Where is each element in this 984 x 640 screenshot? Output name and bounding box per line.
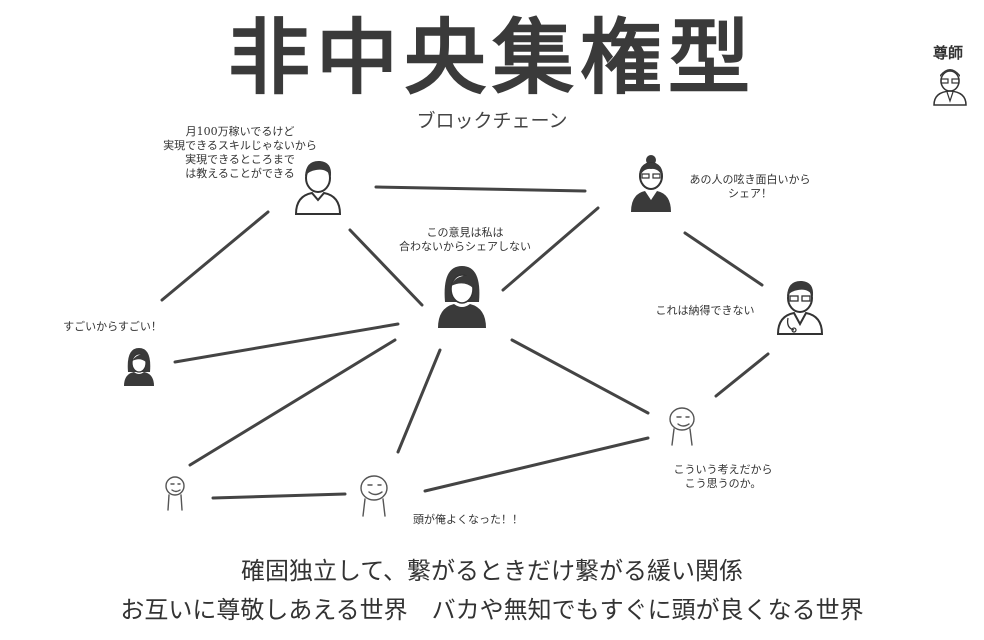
edge-center-bottom-right	[510, 338, 650, 415]
note-right: これは納得できない	[655, 304, 755, 317]
edge-man-left	[160, 210, 270, 302]
man-avatar	[294, 160, 342, 215]
edge-center-bottom-center	[396, 348, 442, 454]
note-bottom-center: 頭が俺よくなった！！	[413, 513, 523, 526]
master-icon	[933, 69, 967, 106]
edge-doctor-bottom-right	[714, 352, 770, 398]
sketch-person-bottom-center	[360, 475, 388, 517]
edge-man-woman	[374, 185, 587, 193]
note-top-right: あの人の呟き面白いから シェア！	[689, 173, 811, 200]
diagram-subtitle: ブロックチェーン	[416, 110, 568, 132]
note-center: この意見は私は 合わないからシェアしない	[399, 226, 531, 253]
note-bottom-right: こういう考えだから こう思うのか。	[673, 463, 773, 490]
footer-line-2: お互いに尊敬しあえる世界 バカや無知でもすぐに頭が良くなる世界	[120, 596, 864, 624]
note-left: すごいからすごい！	[63, 320, 162, 333]
diagram-title: 非中央集権型	[227, 10, 756, 106]
doctor-avatar	[776, 280, 824, 335]
edge-man-center	[348, 228, 424, 307]
edge-center-left	[173, 322, 400, 364]
note-top-left: 月100万稼いでるけど 実現できるスキルじゃないから 実現できるところまで は教…	[163, 125, 317, 180]
sketch-person-bottom-left	[165, 476, 185, 511]
sketch-person-bottom-right	[669, 407, 695, 446]
business-woman-avatar	[631, 155, 671, 212]
edge-bottom-left-center	[211, 492, 347, 500]
woman-avatar	[438, 266, 486, 328]
edge-woman-center	[501, 206, 600, 292]
master-label: 尊師	[932, 44, 963, 62]
edge-center-bottom-left	[188, 338, 397, 467]
small-woman-avatar	[124, 348, 154, 386]
edge-woman-doctor	[683, 231, 764, 287]
connection-lines	[160, 185, 770, 500]
footer-line-1: 確固独立して、繋がるときだけ繋がる緩い関係	[240, 557, 744, 585]
edge-bottom-center-right	[423, 436, 650, 493]
